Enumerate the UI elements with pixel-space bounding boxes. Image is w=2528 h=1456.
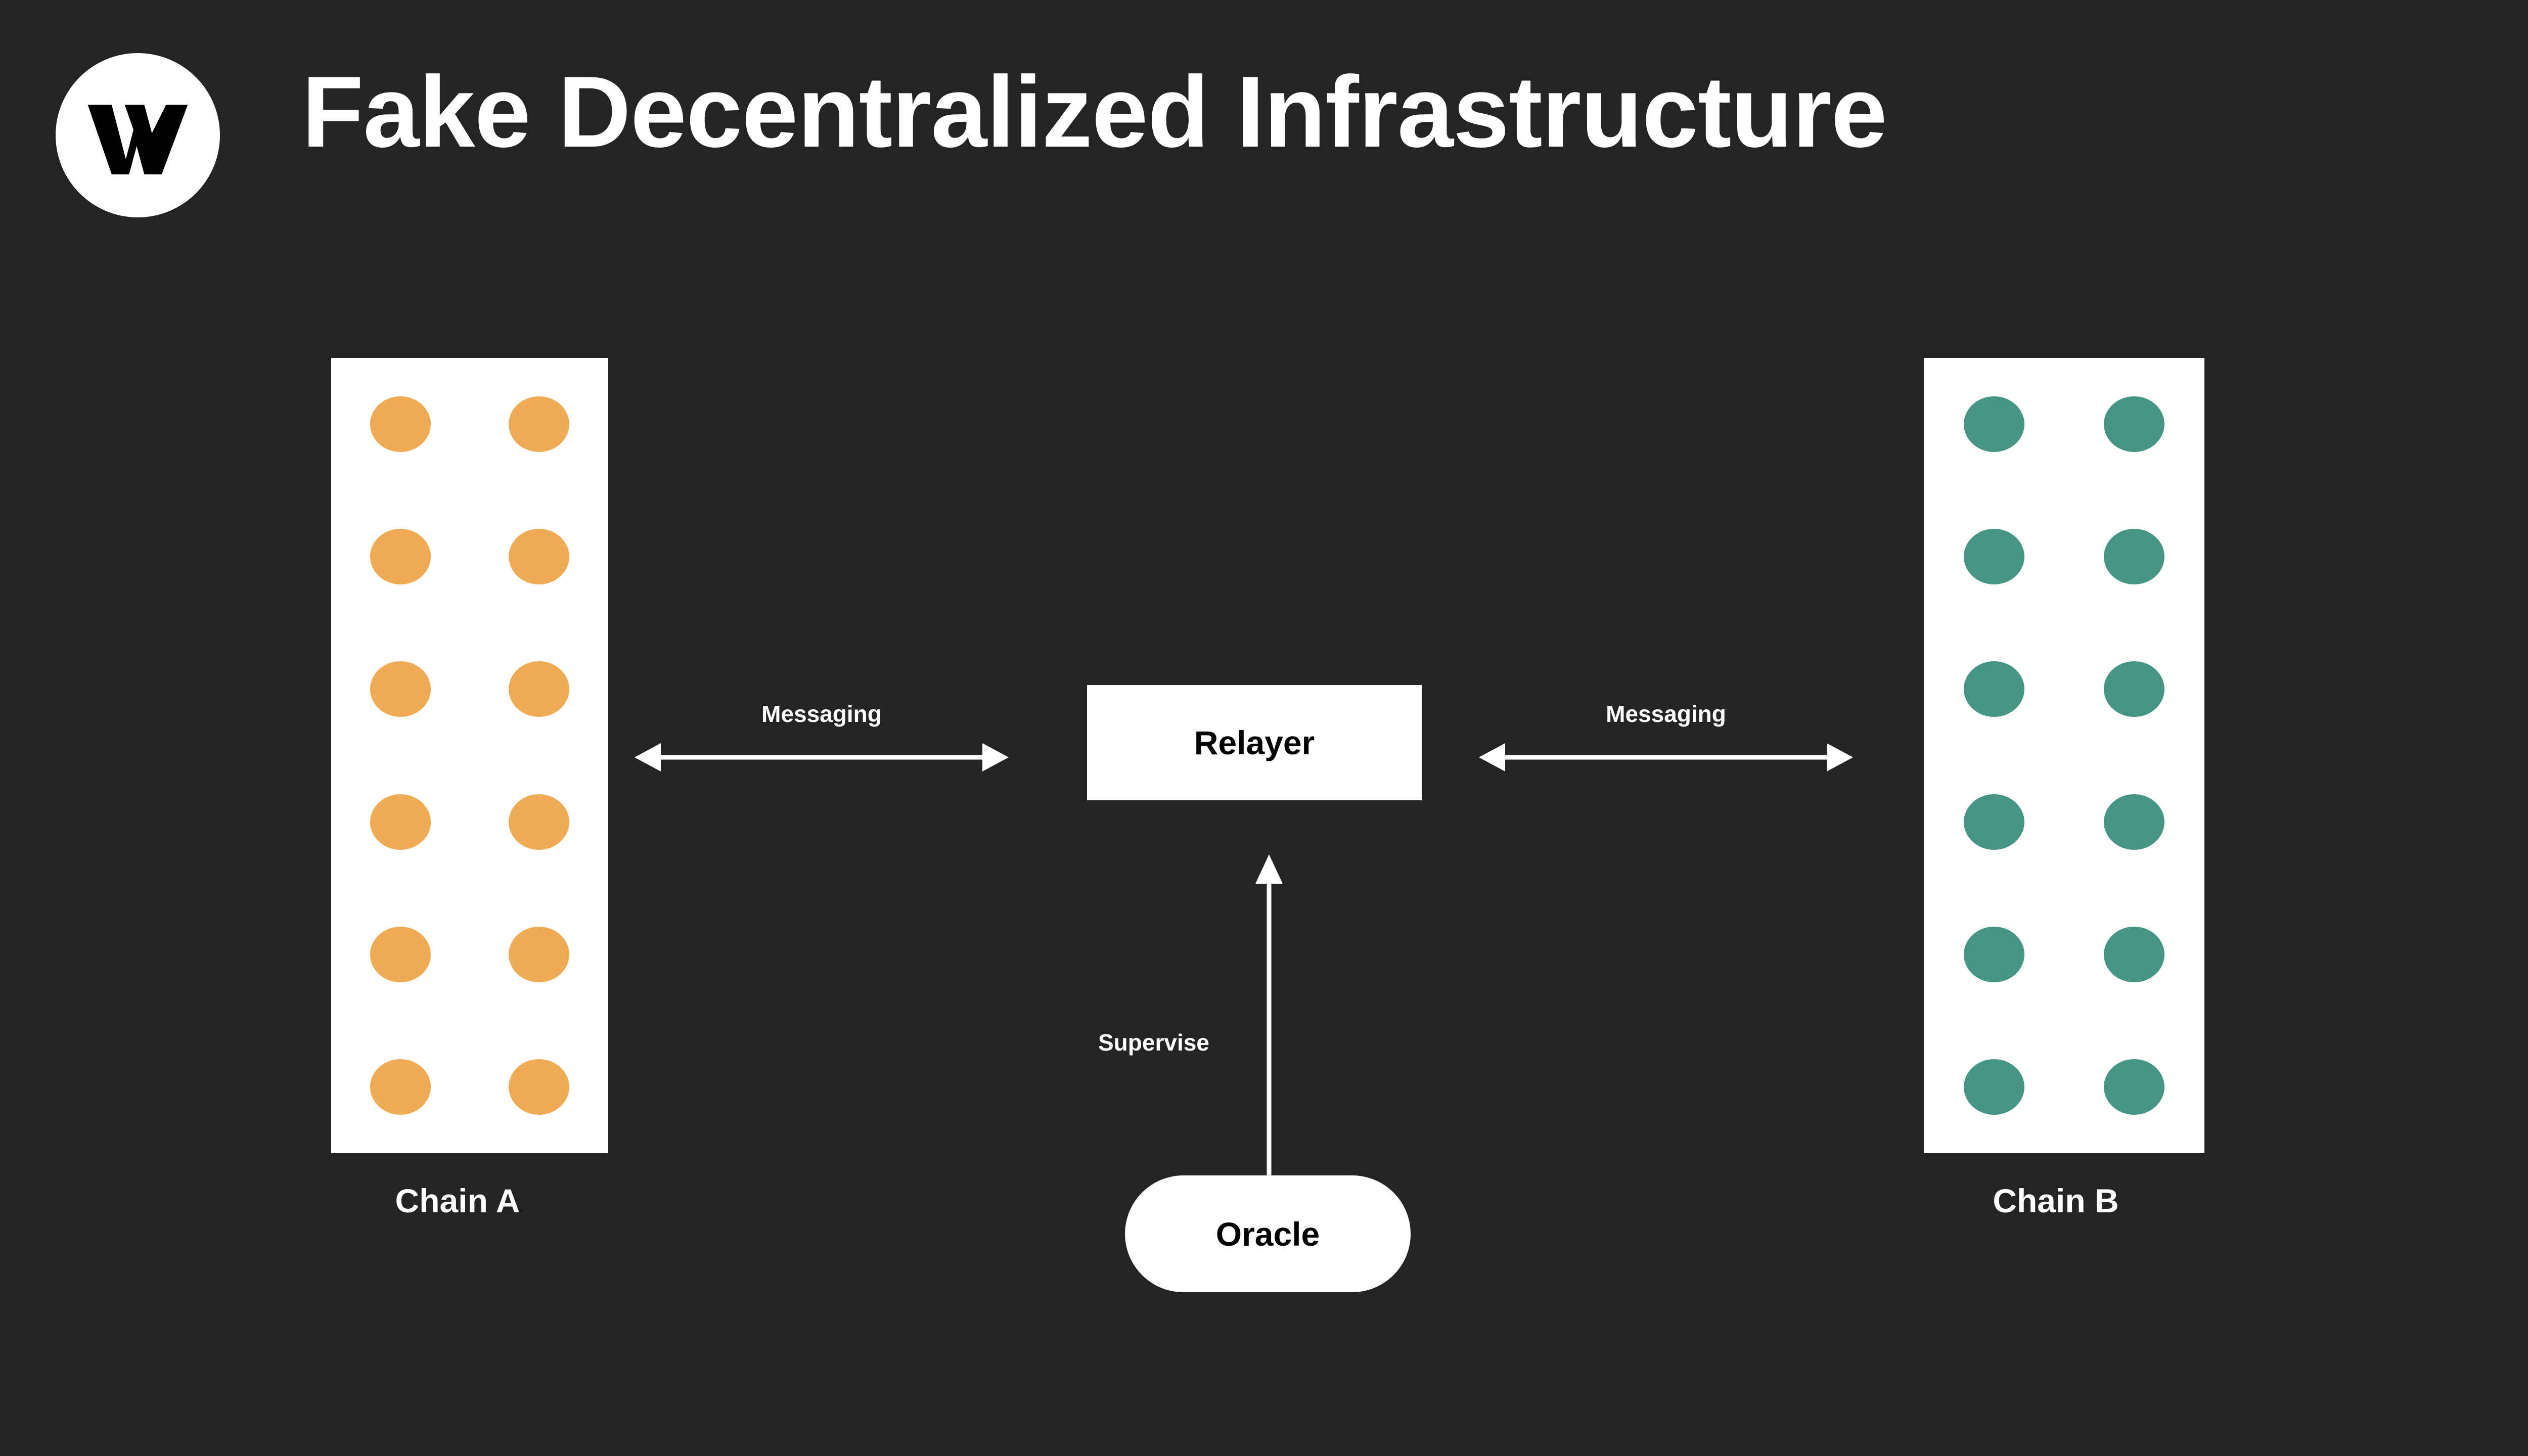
edge-supervise: [1255, 854, 1283, 1183]
chain-b-node-dot: [2104, 396, 2165, 452]
chain-b-node-dot: [2104, 529, 2165, 585]
relayer-node[interactable]: Relayer: [1087, 685, 1422, 800]
chain-a-node-dot: [370, 396, 431, 452]
chain-b-node-dot: [2104, 926, 2165, 982]
chain-a-node-dot: [509, 529, 569, 585]
w-monogram-logo-icon: [87, 105, 188, 174]
chain-a-label: Chain A: [395, 1182, 520, 1219]
chain-b-node-dot: [1963, 794, 2024, 850]
edge-label-messaging-right: Messaging: [1606, 701, 1726, 727]
logo-badge: [56, 53, 220, 217]
chain-a-node-dot: [370, 661, 431, 717]
chain-a-node-dot: [509, 926, 569, 982]
chain-a-block[interactable]: [331, 358, 608, 1153]
chain-a-node-dot: [370, 926, 431, 982]
chain-a-node-dot: [370, 1059, 431, 1115]
chain-b-node-dot: [1963, 926, 2024, 982]
chain-a-node-dot: [509, 661, 569, 717]
oracle-label: Oracle: [1215, 1215, 1320, 1253]
edge-messaging-right: [1479, 743, 1853, 771]
chain-a-node-dot: [370, 529, 431, 585]
chain-b-node-dot: [1963, 529, 2024, 585]
edge-label-supervise: Supervise: [1098, 1029, 1209, 1056]
edge-label-messaging-left: Messaging: [761, 701, 882, 727]
chain-b-node-dot: [1963, 661, 2024, 717]
page-title: Fake Decentralized Infrastructure: [302, 56, 1887, 168]
chain-a-node-dot: [509, 794, 569, 850]
chain-b-node-dot: [2104, 794, 2165, 850]
oracle-node[interactable]: Oracle: [1125, 1175, 1411, 1292]
header: Fake Decentralized Infrastructure: [0, 0, 2528, 273]
chain-a-node-dot: [509, 396, 569, 452]
relayer-label: Relayer: [1194, 724, 1315, 761]
chain-b-node-dot: [1963, 1059, 2024, 1115]
edge-messaging-left: [635, 743, 1009, 771]
chain-a-node-dot: [370, 794, 431, 850]
chain-b-node-dot: [1963, 396, 2024, 452]
chain-b-node-dot: [2104, 1059, 2165, 1115]
chain-a-node-dot: [509, 1059, 569, 1115]
chain-b-label: Chain B: [1993, 1182, 2119, 1219]
chain-b-block[interactable]: [1924, 358, 2204, 1153]
chain-b-node-dot: [2104, 661, 2165, 717]
